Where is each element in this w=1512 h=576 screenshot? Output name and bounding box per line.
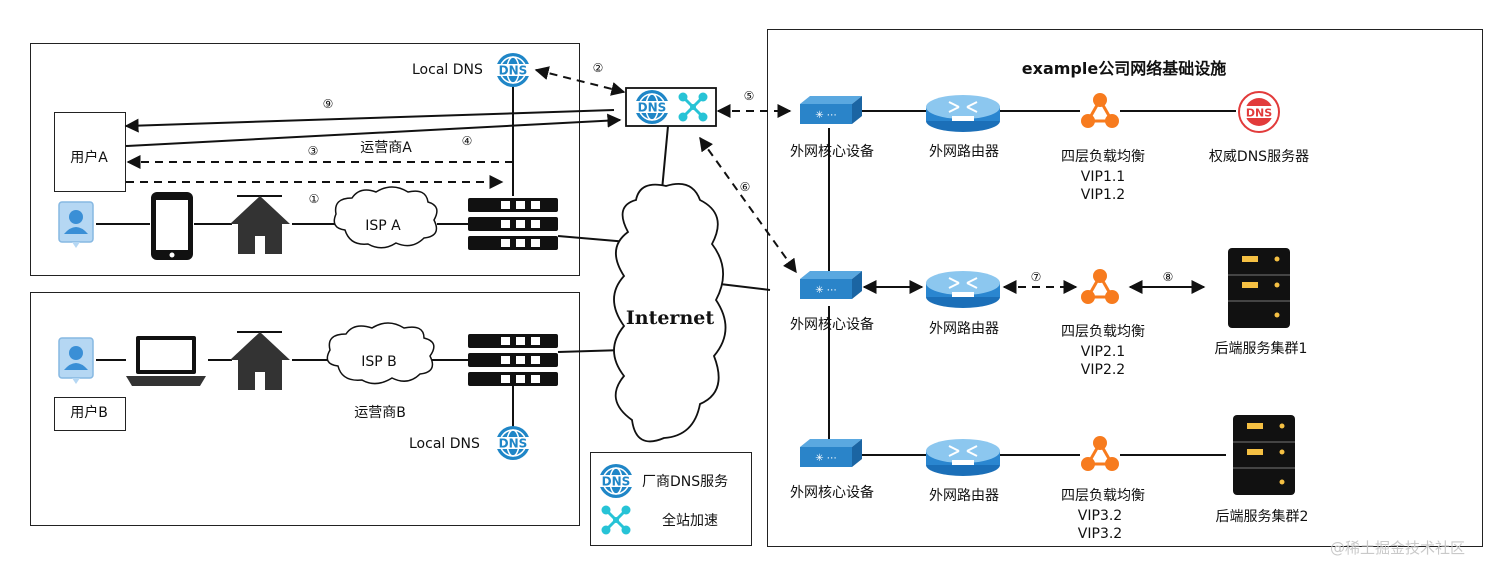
laptop-icon (126, 336, 206, 386)
core-switch-2-icon (800, 271, 862, 299)
l4-lb-label: 四层负载均衡 (1061, 488, 1145, 504)
step-marker: ⑨ (322, 97, 334, 111)
user-avatar-a-icon (58, 201, 94, 249)
backend-cluster-1-label: 后端服务集群1 (1214, 341, 1308, 357)
step-marker: ⑥ (739, 180, 751, 194)
core-device-label: 外网核心设备 (790, 485, 874, 501)
router-3-icon (925, 438, 1001, 477)
legend-vendor-dns-label: 厂商DNS服务 (642, 474, 729, 490)
router-label: 外网路由器 (929, 321, 999, 337)
auth-dns-server-icon: DNS (1238, 91, 1280, 133)
lb-1-icon (1079, 91, 1121, 130)
user-avatar-b-icon (58, 337, 94, 385)
step-marker: ③ (307, 144, 319, 158)
step-marker: ④ (461, 134, 473, 148)
isp-a-server-icon (468, 198, 558, 250)
vip-address: VIP1.2 (1080, 187, 1126, 203)
user-a-label: 用户A (70, 150, 108, 166)
watermark: @稀土掘金技术社区 (1330, 539, 1466, 557)
lb-3-icon (1079, 434, 1121, 473)
carrier-b-label: 运营商B (354, 405, 406, 421)
backend-rack-1-icon (1228, 248, 1290, 328)
infrastructure-title: example公司网络基础设施 (1021, 59, 1227, 78)
backend-cluster-2-label: 后端服务集群2 (1215, 509, 1309, 525)
legend-accel-icon (600, 504, 632, 536)
step-marker: ② (592, 61, 604, 75)
step-marker: ① (308, 192, 320, 206)
core-device-label: 外网核心设备 (790, 317, 874, 333)
router-2-icon (925, 270, 1001, 309)
user-b-box (54, 397, 126, 431)
local-dns-b-icon (494, 425, 532, 461)
vip-address: VIP3.2 (1077, 526, 1123, 542)
vip-list-3: VIP3.2 VIP3.2 (1078, 507, 1122, 543)
vip-address: VIP3.2 (1077, 508, 1123, 524)
home-a-icon (230, 196, 290, 254)
legend-accel-label: 全站加速 (662, 513, 718, 529)
lb-2-icon (1079, 267, 1121, 306)
step-marker: ⑦ (1030, 270, 1042, 284)
user-b-label: 用户B (70, 405, 108, 421)
backend-rack-2-icon (1233, 415, 1295, 495)
home-b-icon (230, 332, 290, 390)
vip-list-1: VIP1.1 VIP1.2 (1081, 168, 1125, 204)
vip-address: VIP2.2 (1080, 362, 1126, 378)
auth-dns-label: 权威DNS服务器 (1208, 149, 1310, 165)
router-label: 外网路由器 (929, 144, 999, 160)
core-device-label: 外网核心设备 (790, 144, 874, 160)
internet-label: Internet (625, 307, 715, 329)
isp-a-cloud-icon (333, 186, 438, 249)
vip-address: VIP1.1 (1080, 169, 1126, 185)
local-dns-a-label: Local DNS (412, 62, 483, 78)
legend-dns-icon (597, 463, 635, 499)
core-switch-3-icon (800, 439, 862, 467)
isp-b-server-icon (468, 334, 558, 386)
core-switch-1-icon (800, 96, 862, 124)
router-1-icon (925, 94, 1001, 133)
vip-list-2: VIP2.1 VIP2.2 (1081, 343, 1125, 379)
l4-lb-label: 四层负载均衡 (1061, 324, 1145, 340)
user-a-box (54, 112, 126, 192)
local-dns-b-label: Local DNS (409, 436, 480, 452)
step-marker: ⑧ (1162, 270, 1174, 284)
isp-b-cloud-icon (326, 322, 435, 385)
router-label: 外网路由器 (929, 488, 999, 504)
isp-b-label: ISP B (361, 354, 397, 370)
l4-lb-label: 四层负载均衡 (1061, 149, 1145, 165)
isp-a-label: ISP A (365, 218, 401, 234)
local-dns-a-icon (494, 52, 532, 88)
carrier-a-label: 运营商A (360, 140, 412, 156)
phone-icon (151, 192, 193, 260)
vip-address: VIP2.1 (1080, 344, 1126, 360)
step-marker: ⑤ (743, 89, 755, 103)
svg-text:DNS: DNS (1246, 107, 1272, 120)
